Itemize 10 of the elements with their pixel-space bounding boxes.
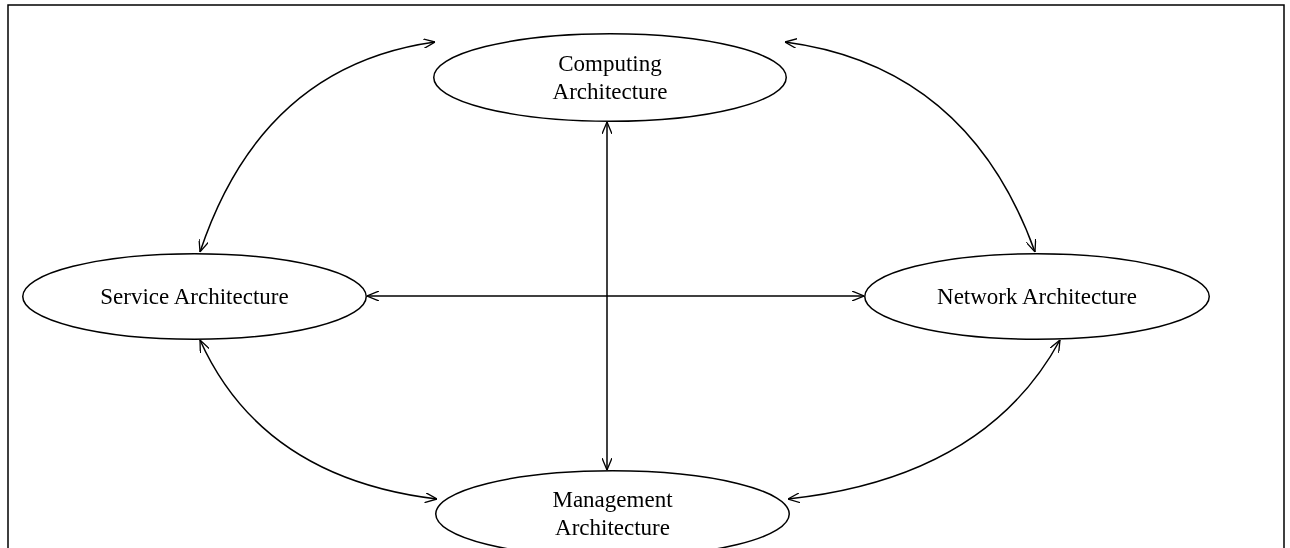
double-arrow [787,339,1061,503]
node-label: Computing Architecture [551,49,669,106]
double-arrow [601,121,613,471]
double-arrow [366,290,865,302]
node-label: Service Architecture [99,282,290,311]
double-arrow [198,38,436,253]
double-arrow [199,339,438,503]
node-label: Management Architecture [551,486,674,542]
double-arrow [784,38,1036,253]
node-label: Network Architecture [936,282,1138,311]
